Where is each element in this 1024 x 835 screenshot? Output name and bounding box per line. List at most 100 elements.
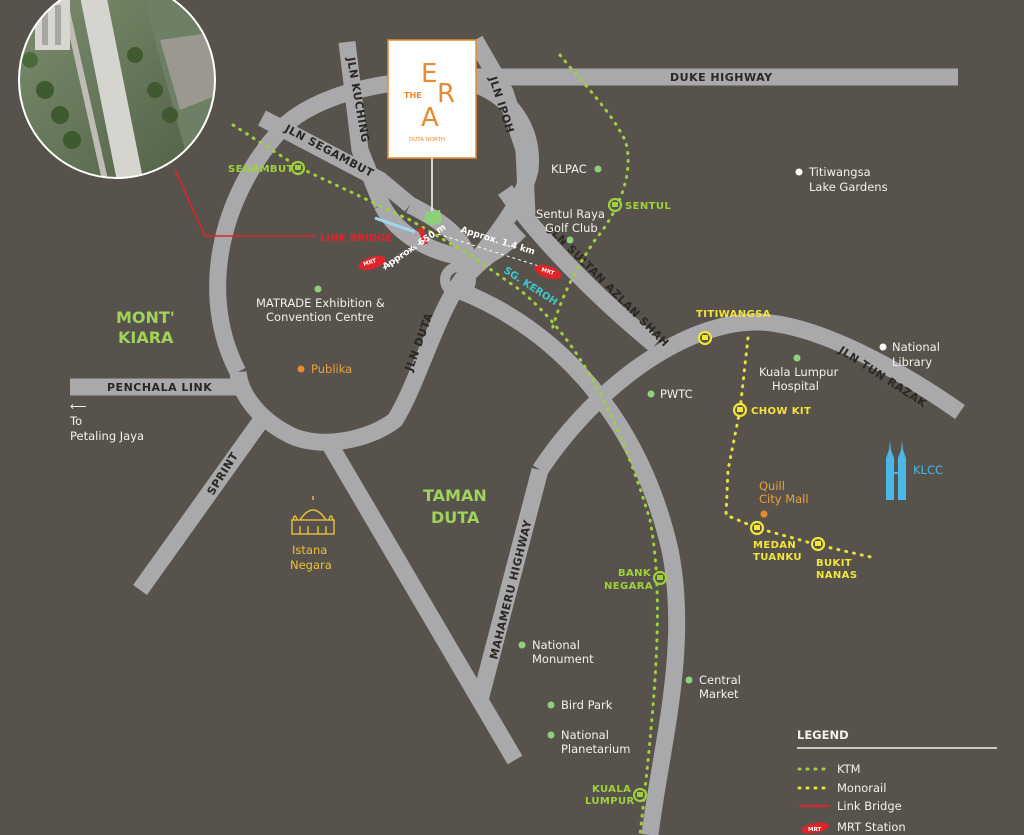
aerial-photo-inset	[18, 0, 216, 179]
svg-text:To: To	[69, 414, 82, 428]
logo-the: THE	[404, 91, 422, 100]
svg-text:KUALA: KUALA	[592, 784, 631, 795]
palace-icon	[291, 496, 335, 535]
svg-text:Convention Centre: Convention Centre	[266, 310, 374, 324]
logo-letter-r: R	[437, 79, 455, 109]
svg-text:CHOW KIT: CHOW KIT	[751, 406, 811, 417]
area-mont-kiara-line2: KIARA	[118, 328, 174, 347]
svg-text:Petaling Jaya: Petaling Jaya	[70, 429, 144, 443]
station-titiwangsa: TITIWANGSA	[696, 309, 771, 346]
road-sprint	[133, 410, 272, 595]
svg-text:Central: Central	[699, 673, 741, 687]
logo-letter-e: E	[421, 59, 437, 89]
svg-text:SEGAMBUT: SEGAMBUT	[228, 164, 294, 175]
svg-text:NEGARA: NEGARA	[604, 581, 653, 592]
landmark-pwtc: PWTC	[647, 387, 693, 401]
legend-title: LEGEND	[797, 728, 849, 742]
station-bank-negara: BANK NEGARA	[604, 568, 668, 592]
svg-text:Library: Library	[892, 355, 932, 369]
ktm-lines	[231, 53, 659, 835]
station-medan-tuanku: MEDAN TUANKU	[749, 520, 802, 563]
landmark-istana-negara: Istana Negara	[290, 496, 335, 572]
landmark-matrade: MATRADE Exhibition &Convention Centre	[256, 285, 385, 324]
station-segambut: SEGAMBUT	[228, 160, 306, 176]
svg-text:MEDAN: MEDAN	[753, 540, 796, 551]
mrt-badge-east: MRT	[534, 264, 562, 280]
legend-link-bridge-label: Link Bridge	[837, 799, 902, 813]
svg-text:MATRADE Exhibition &: MATRADE Exhibition &	[256, 296, 385, 310]
svg-text:KLPAC: KLPAC	[551, 162, 587, 176]
label-duke-highway: DUKE HIGHWAY	[670, 71, 773, 84]
link-bridge-marker	[417, 227, 429, 245]
link-bridge-leader-line	[174, 169, 315, 237]
logo-tagline: DUTA NORTH	[409, 137, 445, 143]
station-bukit-nanas: BUKIT NANAS	[810, 536, 857, 581]
svg-text:KLCC: KLCC	[913, 463, 943, 477]
landmark-klcc: KLCC	[886, 440, 943, 500]
svg-text:Quill: Quill	[759, 479, 785, 493]
svg-text:Bird Park: Bird Park	[561, 698, 613, 712]
svg-text:Negara: Negara	[290, 558, 332, 572]
svg-text:Titiwangsa: Titiwangsa	[808, 165, 871, 179]
legend-mrt-swatch: MRT	[801, 822, 829, 834]
svg-text:TITIWANGSA: TITIWANGSA	[696, 309, 771, 320]
svg-text:LUMPUR: LUMPUR	[585, 796, 635, 807]
ktm-line-segambut	[231, 123, 659, 835]
svg-text:Istana: Istana	[292, 543, 327, 557]
svg-text:Monument: Monument	[532, 652, 594, 666]
landmark-klpac: KLPAC	[551, 162, 602, 176]
landmark-bird-park: Bird Park	[547, 698, 613, 712]
logo-letter-a: A	[421, 103, 439, 133]
svg-text:Golf Club: Golf Club	[545, 221, 598, 235]
road-network	[70, 35, 965, 835]
legend-monorail-label: Monorail	[837, 781, 886, 795]
legend-mrt-label: MRT Station	[837, 820, 906, 834]
road-kuching-south	[454, 282, 686, 835]
svg-text:National: National	[892, 340, 940, 354]
road-jln-segambut	[258, 110, 416, 212]
road-jln-sultan-azlan-shah	[498, 185, 661, 352]
svg-text:NANAS: NANAS	[816, 570, 857, 581]
svg-text:MRT: MRT	[363, 258, 378, 268]
station-kuala-lumpur: KUALA LUMPUR	[585, 784, 648, 807]
road-interchange-c	[452, 223, 526, 290]
svg-text:BANK: BANK	[618, 568, 652, 579]
road-duta-south	[322, 440, 523, 765]
label-mahameru-highway: MAHAMERU HIGHWAY	[487, 518, 534, 661]
klcc-towers-icon	[886, 440, 906, 500]
mrt-badge-west: MRT	[358, 255, 386, 271]
site-marker	[424, 210, 442, 226]
svg-text:BUKIT: BUKIT	[816, 558, 852, 569]
area-labels: MONT' KIARA TAMAN DUTA	[116, 308, 487, 527]
svg-text:Hospital: Hospital	[772, 379, 819, 393]
road-mahameru-highway	[471, 467, 549, 703]
legend-ktm-label: KTM	[837, 762, 861, 776]
svg-text:MRT: MRT	[808, 827, 821, 833]
the-era-logo: THE E R A DUTA NORTH	[387, 39, 477, 226]
svg-text:National: National	[561, 728, 609, 742]
label-link-bridge: LINK BRIDGE	[320, 233, 392, 244]
station-sentul: SENTUL	[607, 197, 671, 213]
arrow-left-icon: ⟵	[70, 399, 87, 413]
svg-text:TUANKU: TUANKU	[753, 552, 802, 563]
label-penchala-link: PENCHALA LINK	[107, 381, 212, 394]
label-sprint: SPRINT	[205, 450, 242, 498]
svg-text:Market: Market	[699, 687, 739, 701]
svg-text:Sentul Raya: Sentul Raya	[536, 207, 605, 221]
landmark-publika: Publika	[297, 362, 352, 376]
area-mont-kiara-line1: MONT'	[116, 308, 175, 327]
svg-text:MRT: MRT	[540, 267, 555, 277]
label-jln-sultan-azlan-shah: JLN SULTAN AZLAN SHAH	[545, 223, 671, 349]
area-taman-duta-line2: DUTA	[431, 508, 480, 527]
map-legend: LEGEND KTM Monorail Link Bridge MRT MRT …	[797, 728, 997, 834]
svg-text:SENTUL: SENTUL	[625, 201, 671, 212]
